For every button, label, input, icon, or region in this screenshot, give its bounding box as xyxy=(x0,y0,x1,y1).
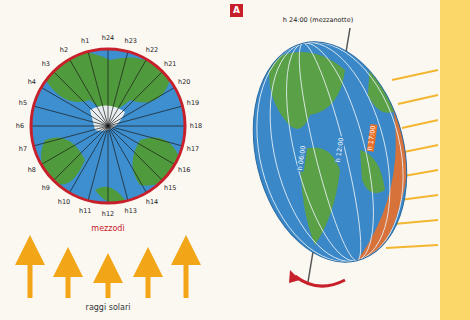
meridian-line xyxy=(70,59,109,126)
hour-label: h23 xyxy=(125,38,137,45)
hour-label: h17 xyxy=(187,145,199,152)
meridian-line xyxy=(108,126,162,180)
meridian-line xyxy=(108,49,109,126)
meridian-line xyxy=(108,126,175,165)
hour-label: h13 xyxy=(125,208,137,215)
polar-earth xyxy=(31,49,185,203)
sun-rays xyxy=(30,250,186,298)
hour-label: h 17:00 xyxy=(367,124,377,152)
hour-label: h18 xyxy=(190,123,202,130)
panel-letter: A xyxy=(233,6,240,15)
meridian-line xyxy=(34,106,108,126)
panel-letter-box: A xyxy=(230,4,243,17)
meridian-line xyxy=(108,126,147,193)
meridian-line xyxy=(34,126,108,146)
hour-label: h8 xyxy=(28,167,36,174)
meridian-line xyxy=(41,126,108,165)
meridian-line xyxy=(108,72,162,126)
meridian-line xyxy=(88,52,108,126)
meridian-line xyxy=(108,59,147,126)
hour-label: h11 xyxy=(79,208,91,215)
hour-label: h7 xyxy=(19,145,27,152)
hour-label: h3 xyxy=(42,60,50,67)
meridian-line xyxy=(88,126,108,200)
meridian-line xyxy=(108,126,185,127)
meridian-line xyxy=(108,126,109,203)
hour-label: h12 xyxy=(102,211,114,218)
midnight-label: h 24:00 (mezzanotte) xyxy=(282,17,354,24)
hour-label: h24 xyxy=(102,35,114,42)
meridian-line xyxy=(108,106,182,126)
hour-label: h9 xyxy=(42,185,50,192)
hour-label: h10 xyxy=(58,199,70,206)
meridian-line xyxy=(70,126,109,193)
noon-label: mezzodì xyxy=(91,225,124,233)
meridian-line xyxy=(31,126,108,127)
hour-label: h 12:00 xyxy=(335,136,345,164)
hour-label: h22 xyxy=(146,46,158,53)
hour-label: h6 xyxy=(16,123,24,130)
meridian-line xyxy=(54,72,108,126)
hour-label: h21 xyxy=(164,60,176,67)
globe xyxy=(231,0,470,320)
hour-label: h16 xyxy=(178,167,190,174)
hour-label: h1 xyxy=(81,38,89,45)
meridian-line xyxy=(54,126,108,180)
hour-label: h15 xyxy=(164,185,176,192)
hour-label: h4 xyxy=(28,79,36,86)
meridian-line xyxy=(108,126,182,146)
hour-label: h14 xyxy=(146,199,158,206)
meridian-line xyxy=(108,88,175,127)
hour-label: h20 xyxy=(178,79,190,86)
meridian-line xyxy=(41,88,108,127)
sun-rays-label: raggi solari xyxy=(86,304,131,312)
meridian-line xyxy=(108,126,128,200)
hour-label: h5 xyxy=(19,100,27,107)
hour-label: h2 xyxy=(60,46,68,53)
hour-label: h 06:00 xyxy=(297,144,307,172)
meridian-line xyxy=(108,52,128,126)
hour-label: h19 xyxy=(187,100,199,107)
